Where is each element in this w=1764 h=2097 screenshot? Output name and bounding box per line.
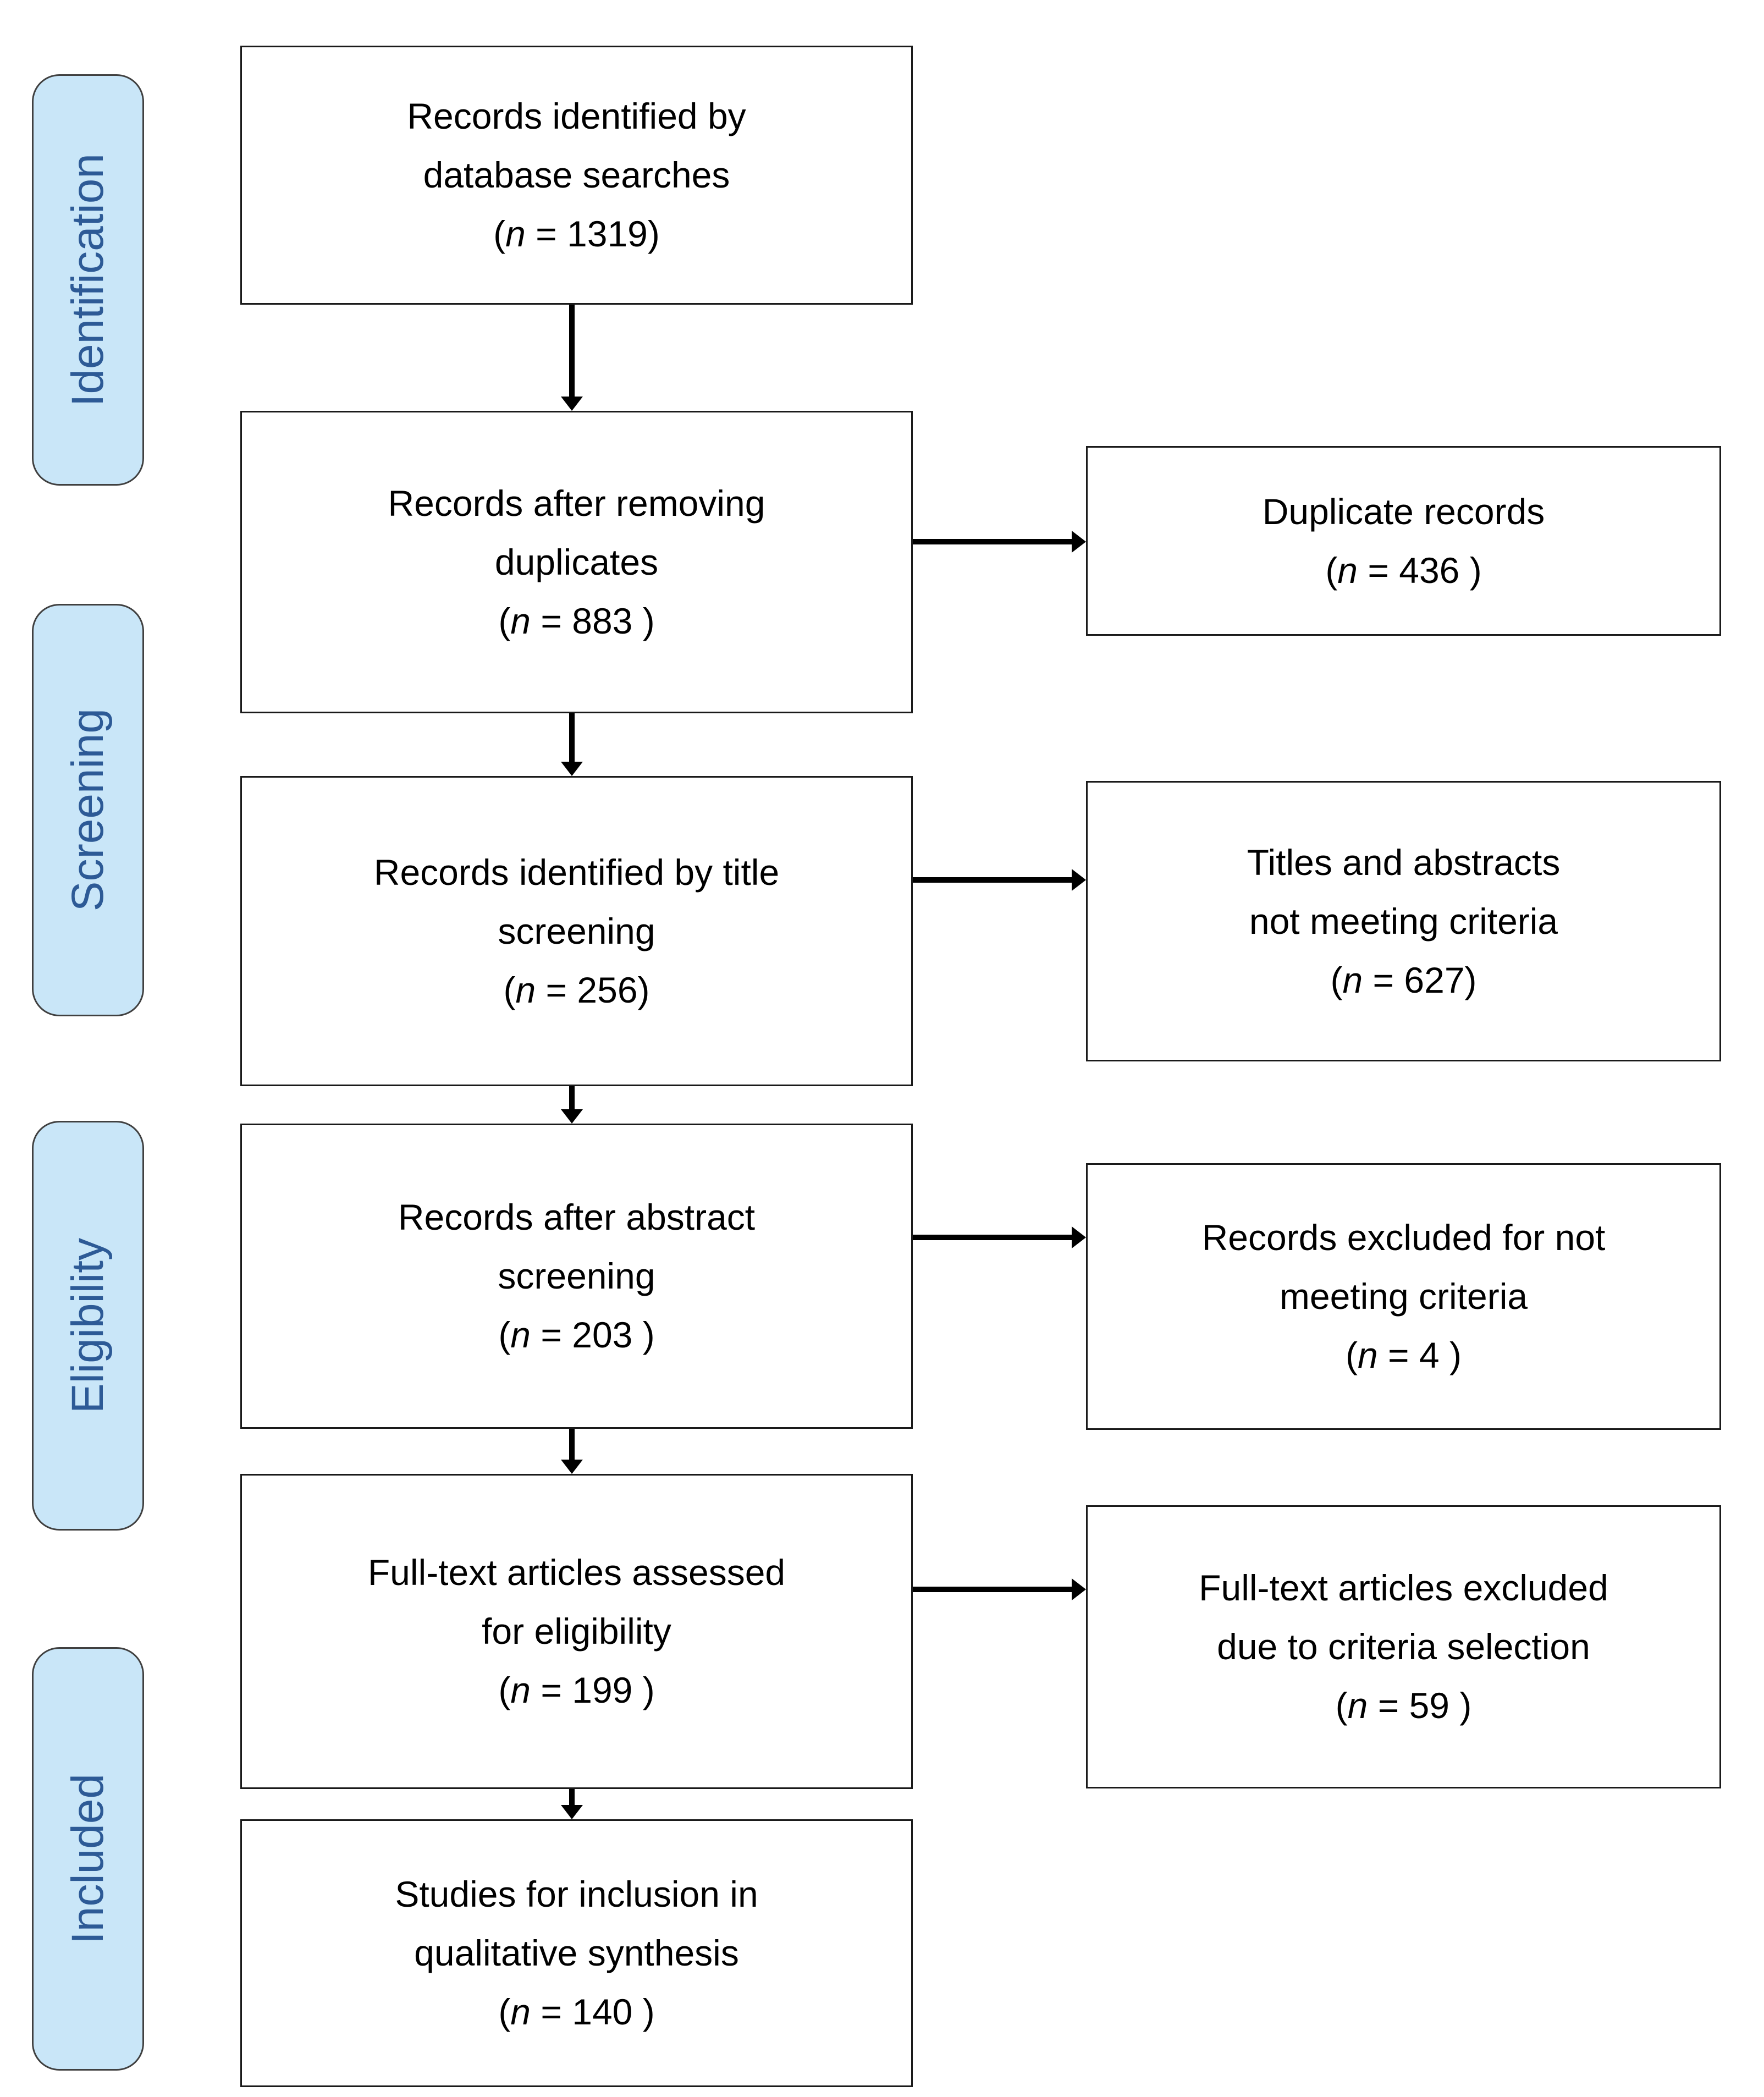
arrow-down-icon (559, 713, 585, 776)
arrow-right-icon (913, 530, 1086, 554)
box-count: (n = 199 ) (498, 1670, 655, 1710)
box-line: meeting criteria (1279, 1276, 1528, 1317)
stage-included-label: Included (63, 1773, 113, 1945)
box-line: Titles and abstracts (1247, 841, 1561, 883)
box-count: (n = 1319) (493, 213, 660, 254)
box-line: database searches (423, 155, 730, 195)
box-line: Studies for inclusion in (395, 1874, 758, 1914)
box-line: Records after removing (388, 482, 765, 524)
box-line: duplicates (494, 541, 659, 582)
box-fulltext-assessed: Full-text articles assessed for eligibil… (240, 1474, 913, 1789)
box-studies-included-qualitative-synthesis: Studies for inclusion in qualitative syn… (240, 1819, 913, 2087)
box-line: for eligibility (482, 1611, 671, 1652)
box-line: qualitative synthesis (414, 1933, 739, 1973)
box-line: screening (498, 1256, 655, 1296)
box-count: (n = 140 ) (498, 1991, 655, 2032)
box-line: Records excluded for not (1201, 1217, 1606, 1258)
box-count: (n = 436 ) (1325, 549, 1482, 591)
stage-screening: Screening (32, 604, 144, 1016)
stage-identification: Identification (32, 74, 144, 486)
arrow-right-icon (913, 1577, 1086, 1601)
stage-included: Included (32, 1647, 144, 2071)
box-duplicate-records-excluded: Duplicate records (n = 436 ) (1086, 446, 1721, 636)
box-count: (n = 203 ) (498, 1314, 655, 1355)
box-fulltext-excluded-criteria-selection: Full-text articles excluded due to crite… (1086, 1505, 1721, 1788)
arrow-right-icon (913, 1225, 1086, 1250)
arrow-right-icon (913, 868, 1086, 892)
box-line: Full-text articles excluded (1199, 1567, 1608, 1608)
box-records-after-abstract-screening: Records after abstract screening (n = 20… (240, 1124, 913, 1429)
stage-eligibility: Eligibility (32, 1121, 144, 1531)
box-count: (n = 256) (503, 969, 650, 1010)
box-line: Records identified by title (373, 851, 780, 893)
box-titles-abstracts-not-meeting-criteria: Titles and abstracts not meeting criteri… (1086, 781, 1721, 1061)
box-count: (n = 4 ) (1346, 1335, 1462, 1375)
box-line: Records identified by (407, 96, 746, 136)
box-count: (n = 59 ) (1335, 1685, 1472, 1726)
stage-identification-label: Identification (63, 153, 113, 407)
arrow-down-icon (559, 1429, 585, 1474)
stage-screening-label: Screening (63, 708, 113, 912)
box-line: Duplicate records (1262, 491, 1545, 532)
box-line: due to criteria selection (1217, 1626, 1590, 1667)
arrow-down-icon (559, 1789, 585, 1819)
box-count: (n = 627) (1330, 959, 1477, 1000)
box-line: screening (498, 910, 655, 951)
box-records-title-screening: Records identified by title screening (n… (240, 776, 913, 1086)
arrow-down-icon (559, 305, 585, 411)
box-count: (n = 883 ) (498, 600, 655, 641)
box-line: Full-text articles assessed (367, 1552, 786, 1593)
box-line: not meeting criteria (1249, 900, 1558, 942)
box-records-excluded-not-meeting-criteria: Records excluded for not meeting criteri… (1086, 1163, 1721, 1430)
box-line: Records after abstract (398, 1197, 756, 1237)
arrow-down-icon (559, 1086, 585, 1124)
stage-eligibility-label: Eligibility (63, 1238, 113, 1413)
box-records-after-duplicates-removed: Records after removing duplicates (n = 8… (240, 411, 913, 713)
box-records-identified-databases: Records identified by database searches … (240, 46, 913, 305)
